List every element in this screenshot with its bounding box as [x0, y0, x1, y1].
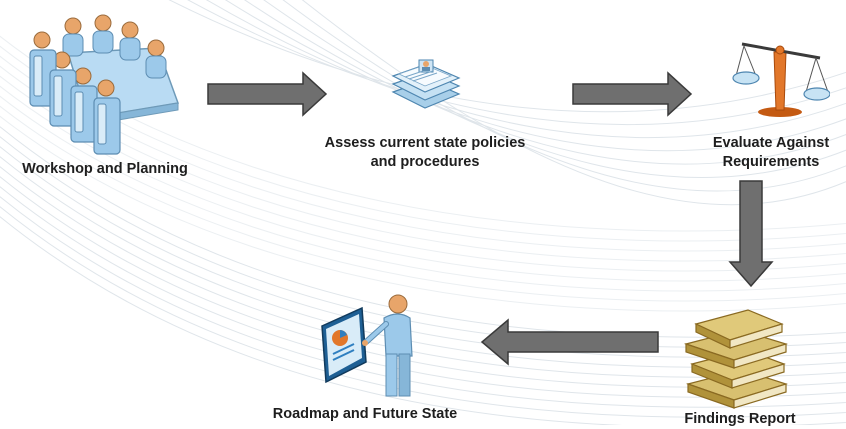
- step-label-line2: Requirements: [722, 154, 820, 170]
- policy-documents-icon: [391, 59, 461, 109]
- step-label: Roadmap and Future State: [272, 406, 458, 422]
- flow-arrow-down: [728, 180, 774, 288]
- step-label-line2: and procedures: [370, 154, 480, 170]
- step-label: Workshop and Planning: [22, 161, 188, 177]
- flow-arrow-right: [572, 71, 693, 117]
- flow-arrow-left: [480, 318, 659, 366]
- scales-icon: [732, 42, 830, 117]
- books-stack-icon: [683, 309, 789, 409]
- presenter-board-icon: [321, 294, 413, 397]
- meeting-table-icon: [29, 14, 180, 155]
- step-label-line1: Assess current state policies: [324, 135, 526, 151]
- step-label: Findings Report: [684, 411, 796, 427]
- flow-arrow-right: [207, 71, 328, 117]
- step-label-line1: Evaluate Against: [712, 135, 830, 151]
